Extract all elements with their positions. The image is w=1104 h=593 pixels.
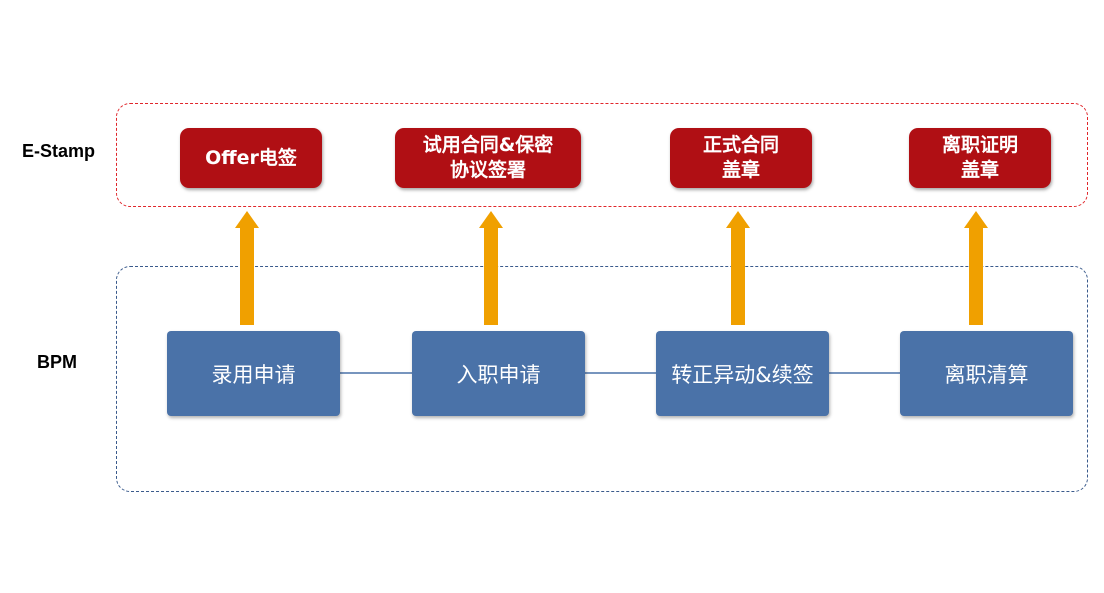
estamp-group: [116, 103, 1088, 207]
stamp-box-label-line2: 盖章: [960, 159, 999, 181]
stamp-box-label-line1: 离职证明: [941, 134, 1018, 156]
process-box-hire-application: 录用申请: [167, 331, 340, 416]
stamp-box-label-line1: 正式合同: [702, 134, 779, 156]
process-box-onboarding-application: 入职申请: [412, 331, 585, 416]
stamp-box-probation-contract: 试用合同&保密 协议签署: [395, 128, 581, 188]
stamp-box-offer: Offer电签: [180, 128, 322, 188]
stamp-box-formal-contract: 正式合同 盖章: [670, 128, 812, 188]
stamp-box-label-line1: 试用合同&保密: [422, 134, 554, 156]
stamp-box-resignation-cert: 离职证明 盖章: [909, 128, 1051, 188]
estamp-row-label: E-Stamp: [22, 141, 96, 161]
stamp-box-label: Offer电签: [205, 146, 297, 169]
up-arrow-3: [726, 211, 750, 325]
bpm-row-label: BPM: [37, 352, 77, 372]
up-arrow-4: [964, 211, 988, 325]
stamp-box-label-line2: 盖章: [721, 159, 760, 181]
up-arrow-1: [235, 211, 259, 325]
process-box-regularization-renewal: 转正异动&续签: [656, 331, 829, 416]
up-arrow-2: [479, 211, 503, 325]
bpm-group: [116, 266, 1088, 492]
stamp-box-label-line2: 协议签署: [449, 159, 526, 181]
process-box-resignation-settlement: 离职清算: [900, 331, 1073, 416]
